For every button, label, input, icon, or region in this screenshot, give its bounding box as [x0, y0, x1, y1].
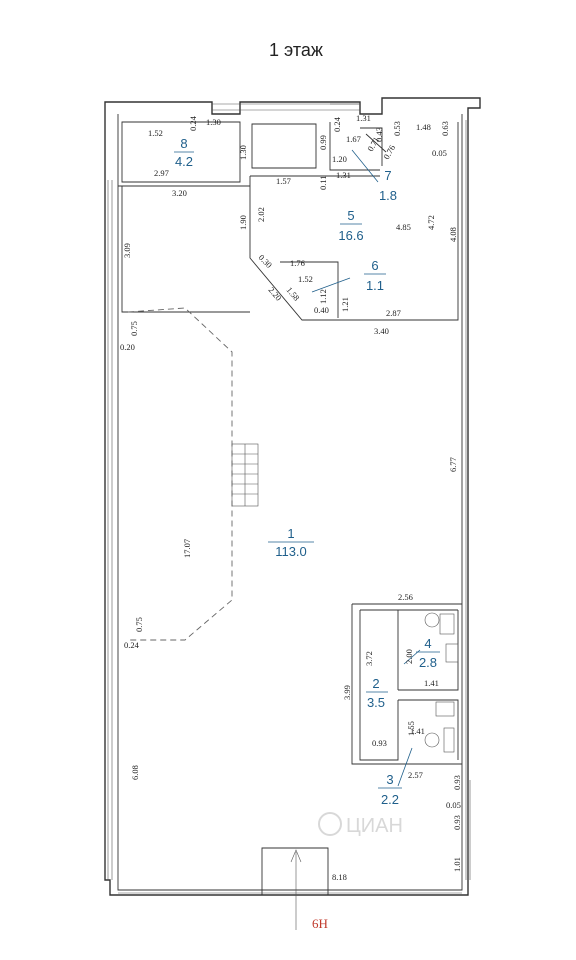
dim-label: 0.99 — [318, 135, 328, 150]
dashed-zone — [127, 307, 233, 641]
dim-label: 3.72 — [364, 651, 374, 666]
room-8-walls — [121, 121, 241, 183]
room-8-number: 8 — [180, 136, 187, 151]
dim-label: 4.85 — [396, 222, 411, 232]
dim-label: 1.90 — [238, 215, 248, 230]
dim-label: 1.55 — [406, 721, 416, 736]
room-2-number: 2 — [372, 676, 379, 691]
dim-label: 1.76 — [290, 258, 305, 268]
watermark: ЦИАН — [318, 812, 403, 837]
dim-label: 0.30 — [257, 252, 275, 270]
dim-label: 0.20 — [120, 342, 135, 352]
room-6-number: 6 — [371, 258, 378, 273]
room-7-area: 1.8 — [379, 188, 397, 203]
dim-label: 1.52 — [298, 274, 313, 284]
dim-label: 2.56 — [398, 592, 413, 602]
entrance-label: 6Н — [312, 916, 328, 931]
dim-label: 0.40 — [314, 305, 329, 315]
dim-label: 0.11 — [318, 175, 328, 190]
room-8-area: 4.2 — [175, 154, 193, 169]
dim-label: 1.12 — [318, 289, 328, 304]
outer-walls — [104, 97, 481, 896]
dim-label: 1.41 — [424, 678, 439, 688]
dim-label: 2.20 — [266, 285, 283, 303]
dim-label: 0.05 — [432, 148, 447, 158]
dim-label: 0.24 — [332, 116, 342, 132]
dim-label: 0.24 — [188, 115, 198, 131]
dim-label: 2.02 — [256, 207, 266, 222]
dim-label: 0.93 — [372, 738, 387, 748]
dim-label: 0.24 — [124, 640, 140, 650]
room-4-area: 2.8 — [419, 655, 437, 670]
stair-symbol — [231, 443, 259, 507]
dim-label: 0.43 — [374, 127, 384, 142]
closet-walls — [251, 123, 317, 169]
dim-label: 0.53 — [392, 121, 402, 136]
dim-label: 3.40 — [374, 326, 389, 336]
room-1-number: 1 — [287, 526, 294, 541]
dim-label: 1.30 — [238, 145, 248, 160]
dim-label: 4.08 — [448, 227, 458, 242]
dim-label: 1.67 — [346, 134, 361, 144]
dim-label: 0.05 — [446, 800, 461, 810]
room-5-area: 16.6 — [338, 228, 363, 243]
dim-label: 1.20 — [332, 154, 347, 164]
room-6-area: 1.1 — [366, 278, 384, 293]
room-3-area: 2.2 — [381, 792, 399, 807]
room-7-number: 7 — [384, 168, 391, 183]
dim-label: 8.18 — [332, 872, 347, 882]
dim-label: 2.97 — [154, 168, 169, 178]
dim-label: 1.48 — [416, 122, 431, 132]
dim-label: 1.31 — [336, 170, 351, 180]
dim-label: 0.75 — [129, 321, 139, 336]
dim-label: 0.76 — [381, 143, 397, 161]
room-1-area: 113.0 — [275, 544, 307, 559]
dim-label: 2.87 — [386, 308, 401, 318]
room-4-number: 4 — [424, 636, 431, 651]
dim-label: 1.41 — [410, 726, 425, 736]
room-7-walls — [360, 127, 387, 166]
entrance-notch — [261, 847, 329, 930]
bathroom-walls — [351, 603, 462, 765]
room-5-walls — [249, 122, 459, 321]
dim-label: 1.21 — [340, 297, 350, 312]
dim-label: 1.52 — [148, 128, 163, 138]
room-3-number: 3 — [386, 772, 393, 787]
dim-label: 4.72 — [426, 215, 436, 230]
dimension-labels: 1.52 0.24 1.30 1.30 2.97 3.20 0.99 0.24 … — [120, 113, 462, 882]
dim-label: 1.58 — [284, 285, 301, 303]
dim-label: 1.30 — [206, 117, 221, 127]
dim-label: 1.57 — [276, 176, 291, 186]
dim-label: 2.00 — [404, 649, 414, 664]
dim-label: 1.31 — [356, 113, 371, 123]
dim-label: 3.99 — [342, 685, 352, 700]
dim-label: 0.75 — [134, 617, 144, 632]
floor-title: 1 этаж — [269, 40, 323, 60]
dim-label: 2.57 — [408, 770, 423, 780]
room-6-walls — [280, 261, 339, 318]
dim-label: 0.93 — [452, 815, 462, 830]
dim-label: 17.07 — [182, 539, 192, 558]
leader-lines — [311, 149, 421, 787]
dim-label: 0.63 — [440, 121, 450, 136]
dim-label: 3.09 — [122, 243, 132, 258]
watermark-text: ЦИАН — [346, 815, 403, 837]
dim-label: 0.93 — [452, 775, 462, 790]
dim-label: 6.77 — [448, 457, 458, 472]
room-5-number: 5 — [347, 208, 354, 223]
dim-label: 3.20 — [172, 188, 187, 198]
room-labels: 8 4.2 7 1.8 5 16.6 6 1.1 1 113.0 4 2.8 2… — [174, 136, 440, 807]
dim-label: 1.01 — [452, 857, 462, 872]
dim-label: 6.08 — [130, 765, 140, 780]
room-2-area: 3.5 — [367, 695, 385, 710]
